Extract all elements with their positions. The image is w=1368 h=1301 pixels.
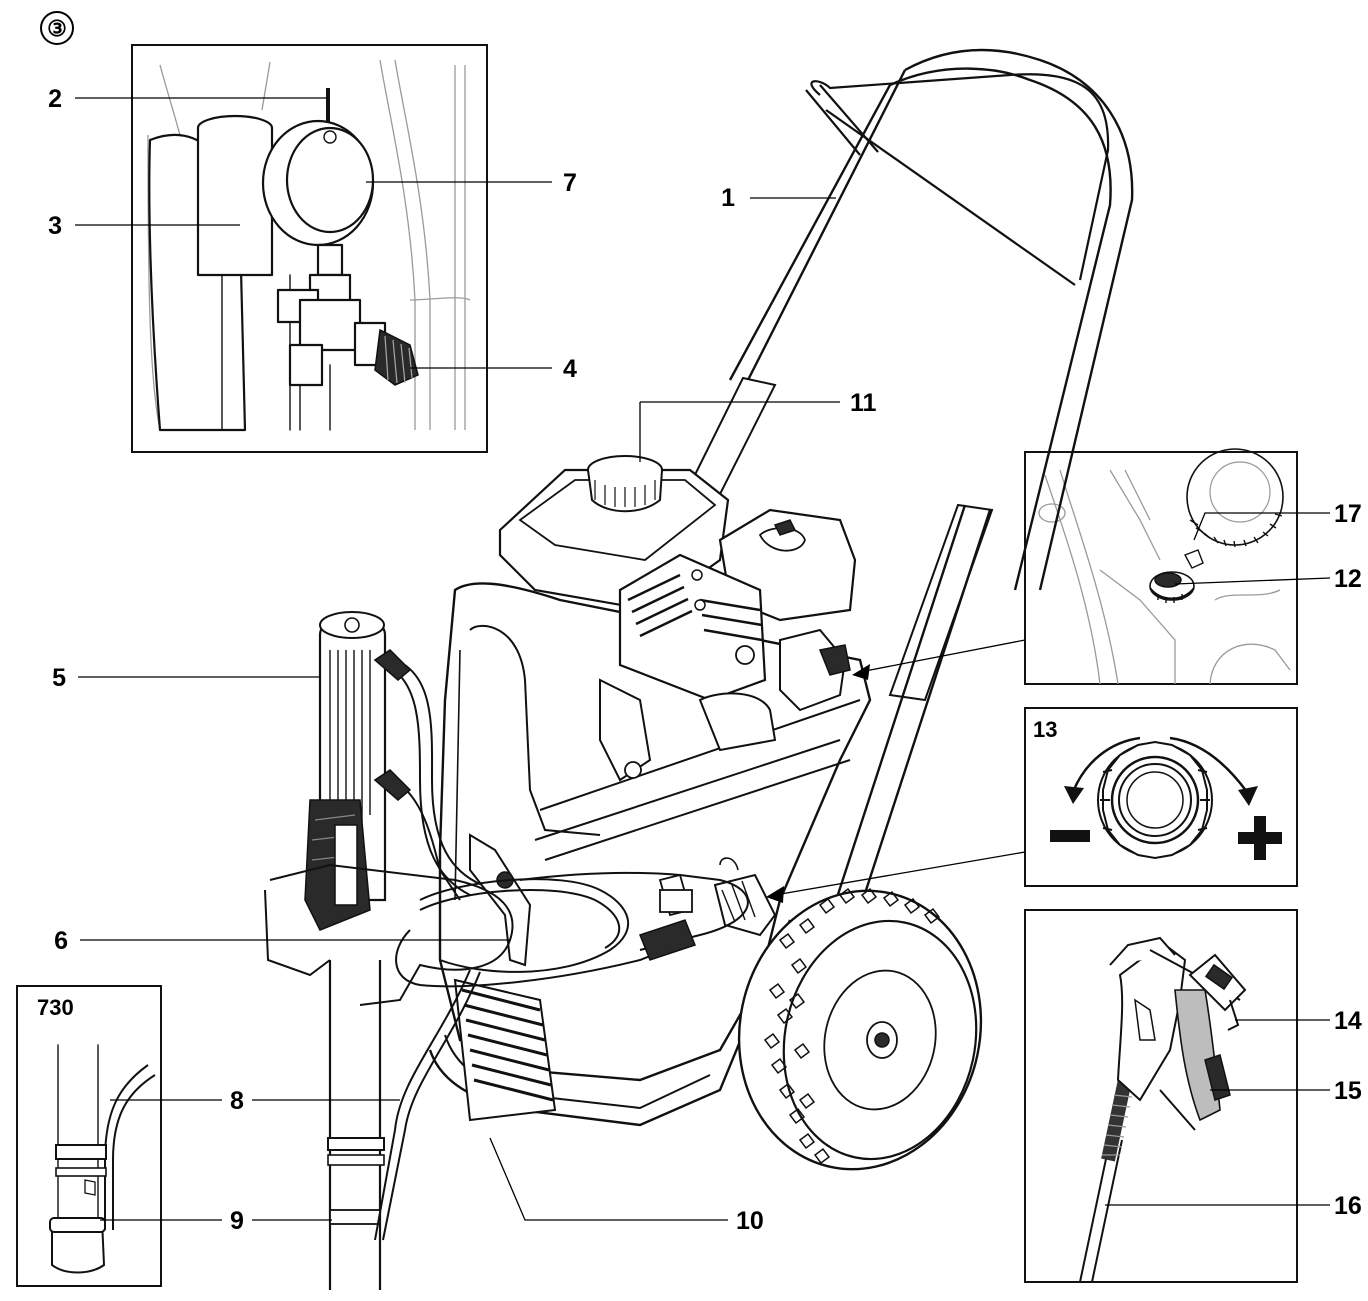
callout-17: 17 <box>1334 500 1362 528</box>
callout-15: 15 <box>1334 1077 1362 1105</box>
figure-number-text: ③ <box>47 16 67 41</box>
callout-8: 8 <box>230 1087 244 1115</box>
callout-10: 10 <box>736 1207 764 1235</box>
callout-16: 16 <box>1334 1192 1362 1220</box>
callout-11: 11 <box>850 389 877 417</box>
callout-13: 13 <box>1033 717 1057 742</box>
pressure-gauge-inset <box>131 44 488 453</box>
callout-1: 1 <box>721 184 735 212</box>
leader-lines <box>75 97 1331 1221</box>
callout-3: 3 <box>48 212 62 240</box>
engine-detail-inset <box>1024 448 1298 685</box>
callout-9: 9 <box>230 1207 244 1235</box>
model-730-inset: 730 <box>16 985 162 1287</box>
tread <box>763 887 941 1165</box>
callout-2: 2 <box>48 85 62 113</box>
callout-14: 14 <box>1334 1007 1362 1035</box>
plus-sign <box>1238 816 1282 860</box>
callout-12: 12 <box>1334 565 1362 593</box>
pressure-knob-inset: − + <box>1024 707 1298 887</box>
callout-7: 7 <box>563 169 577 197</box>
spray-gun-inset <box>1024 909 1298 1283</box>
callout-5: 5 <box>52 664 66 692</box>
callout-labels: 1 2 3 4 5 6 7 8 9 10 11 12 13 14 15 16 1… <box>48 85 1362 1235</box>
callout-6: 6 <box>54 927 68 955</box>
callout-4: 4 <box>563 355 577 383</box>
figure-number: ③ <box>40 11 74 45</box>
sprayer-machine <box>264 48 1134 1290</box>
minus-sign <box>1050 830 1090 842</box>
model-label: 730 <box>37 995 74 1020</box>
